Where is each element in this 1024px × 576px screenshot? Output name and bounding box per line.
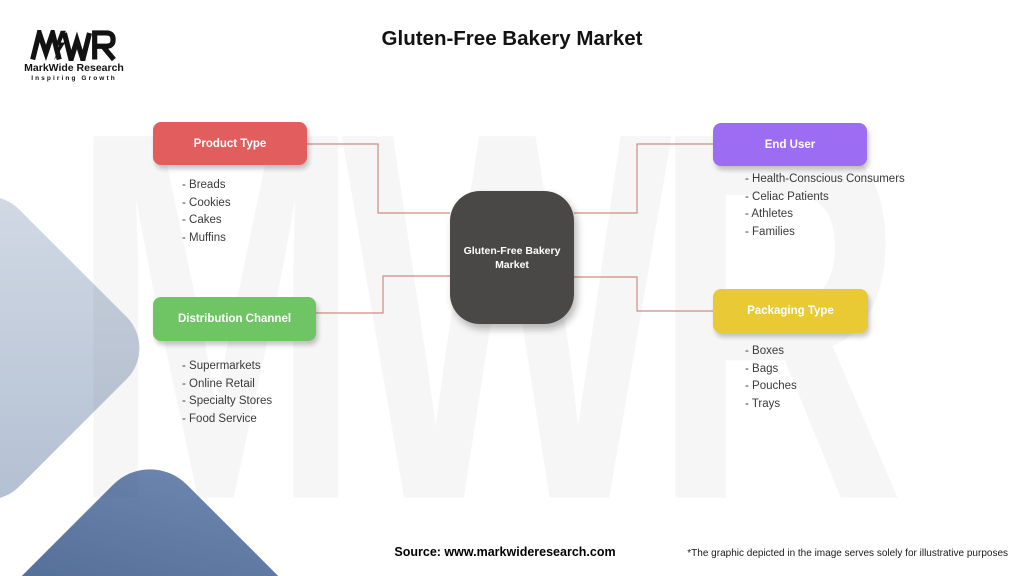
list-item: - Supermarkets [182,360,261,372]
category-box-product-type: Product Type [153,122,307,165]
center-node: Gluten-Free Bakery Market [450,191,574,324]
disclaimer-text: *The graphic depicted in the image serve… [687,548,1008,559]
logo-tagline: Inspiring Growth [31,75,117,82]
category-box-packaging-type: Packaging Type [713,289,868,333]
list-item: - Muffins [182,231,226,244]
category-list-packaging-type: - Boxes - Bags - Pouches - Trays [745,343,797,413]
list-item: - Pouches [745,380,797,393]
list-item: - Boxes [745,345,784,357]
list-item: - Trays [745,397,781,410]
list-item: - Celiac Patients [745,190,829,203]
list-item: - Bags [745,362,779,375]
category-list-end-user: - Health-Conscious Consumers - Celiac Pa… [745,171,905,241]
category-label: Product Type [193,137,267,150]
category-label: End User [764,138,816,151]
category-box-distribution-channel: Distribution Channel [153,297,316,341]
list-item: - Athletes [745,208,793,221]
list-item: - Cakes [182,214,222,227]
logo-mark-icon [30,30,116,61]
page-title: Gluten-Free Bakery Market [381,27,643,50]
category-list-product-type: - Breads - Cookies - Cakes - Muffins [182,177,231,247]
category-box-end-user: End User [713,123,867,166]
list-item: - Health-Conscious Consumers [745,173,905,185]
category-label: Packaging Type [747,305,834,317]
logo-company-name: MarkWide Research [24,62,124,74]
center-node-label: Gluten-Free Bakery Market [463,244,561,271]
category-label: Distribution Channel [177,313,292,325]
list-item: - Breads [182,179,226,191]
list-item: - Online Retail [182,377,255,390]
list-item: - Cookies [182,196,231,209]
list-item: - Food Service [182,412,257,425]
logo: MarkWide Research Inspiring Growth [20,30,128,82]
list-item: - Specialty Stores [182,395,273,408]
list-item: - Families [745,225,795,238]
category-list-distribution-channel: - Supermarkets - Online Retail - Special… [182,358,272,428]
source-text: Source: www.markwideresearch.com [394,545,616,559]
